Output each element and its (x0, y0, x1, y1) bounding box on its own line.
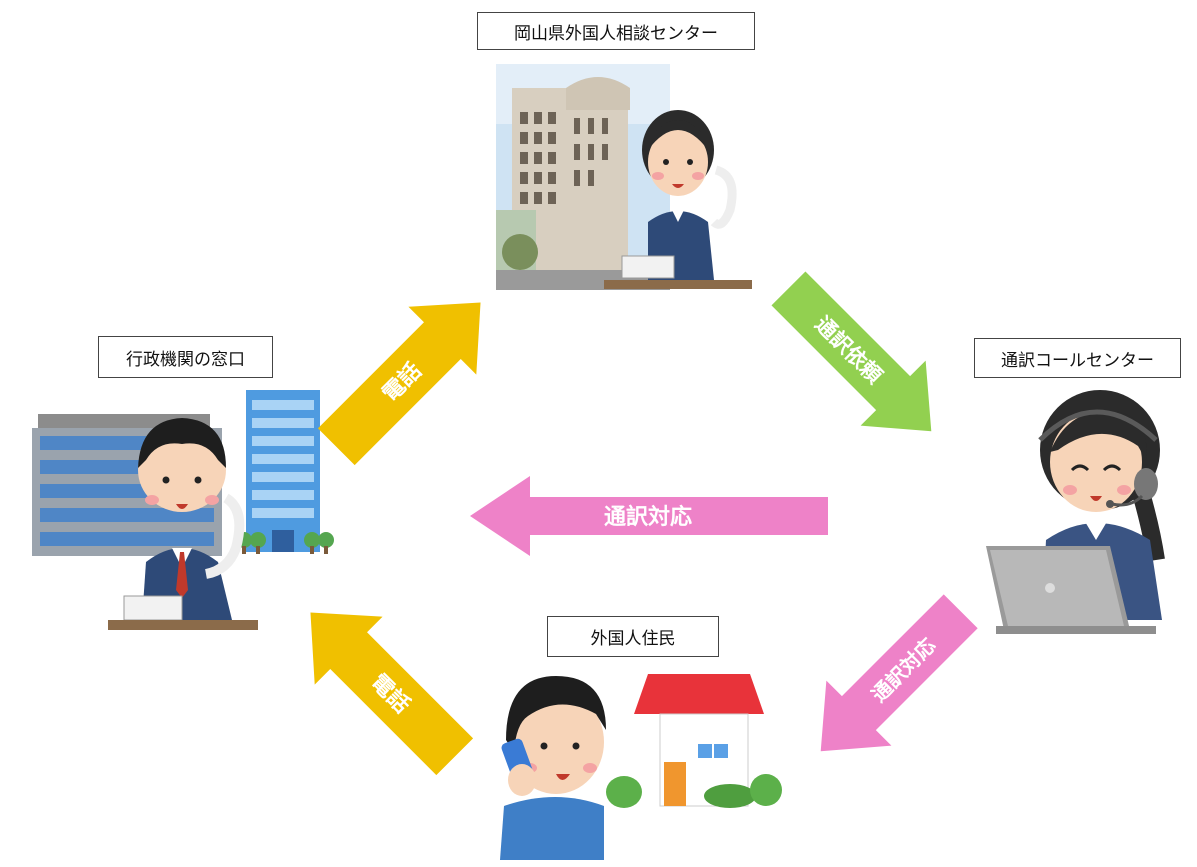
arrow-callcenter-to-admin: 通訳対応 (470, 476, 828, 556)
arrow-callcenter-to-resident: 通訳対応 (820, 594, 978, 752)
arrow-center-to-callcenter: 通訳依頼 (771, 271, 932, 432)
admin-illustration (32, 390, 334, 630)
arrow-resident-to-admin: 電話 (310, 612, 474, 776)
resident-label: 外国人住民 (547, 616, 719, 657)
arrow-callcenter-to-admin-label: 通訳対応 (604, 504, 692, 530)
center-illustration (496, 64, 752, 290)
admin-label: 行政機関の窓口 (98, 336, 273, 378)
callcenter-illustration (986, 390, 1165, 634)
resident-illustration (500, 674, 782, 860)
callcenter-label: 通訳コールセンター (974, 338, 1181, 378)
center-label: 岡山県外国人相談センター (477, 12, 755, 50)
arrow-admin-to-center: 電話 (317, 302, 481, 466)
